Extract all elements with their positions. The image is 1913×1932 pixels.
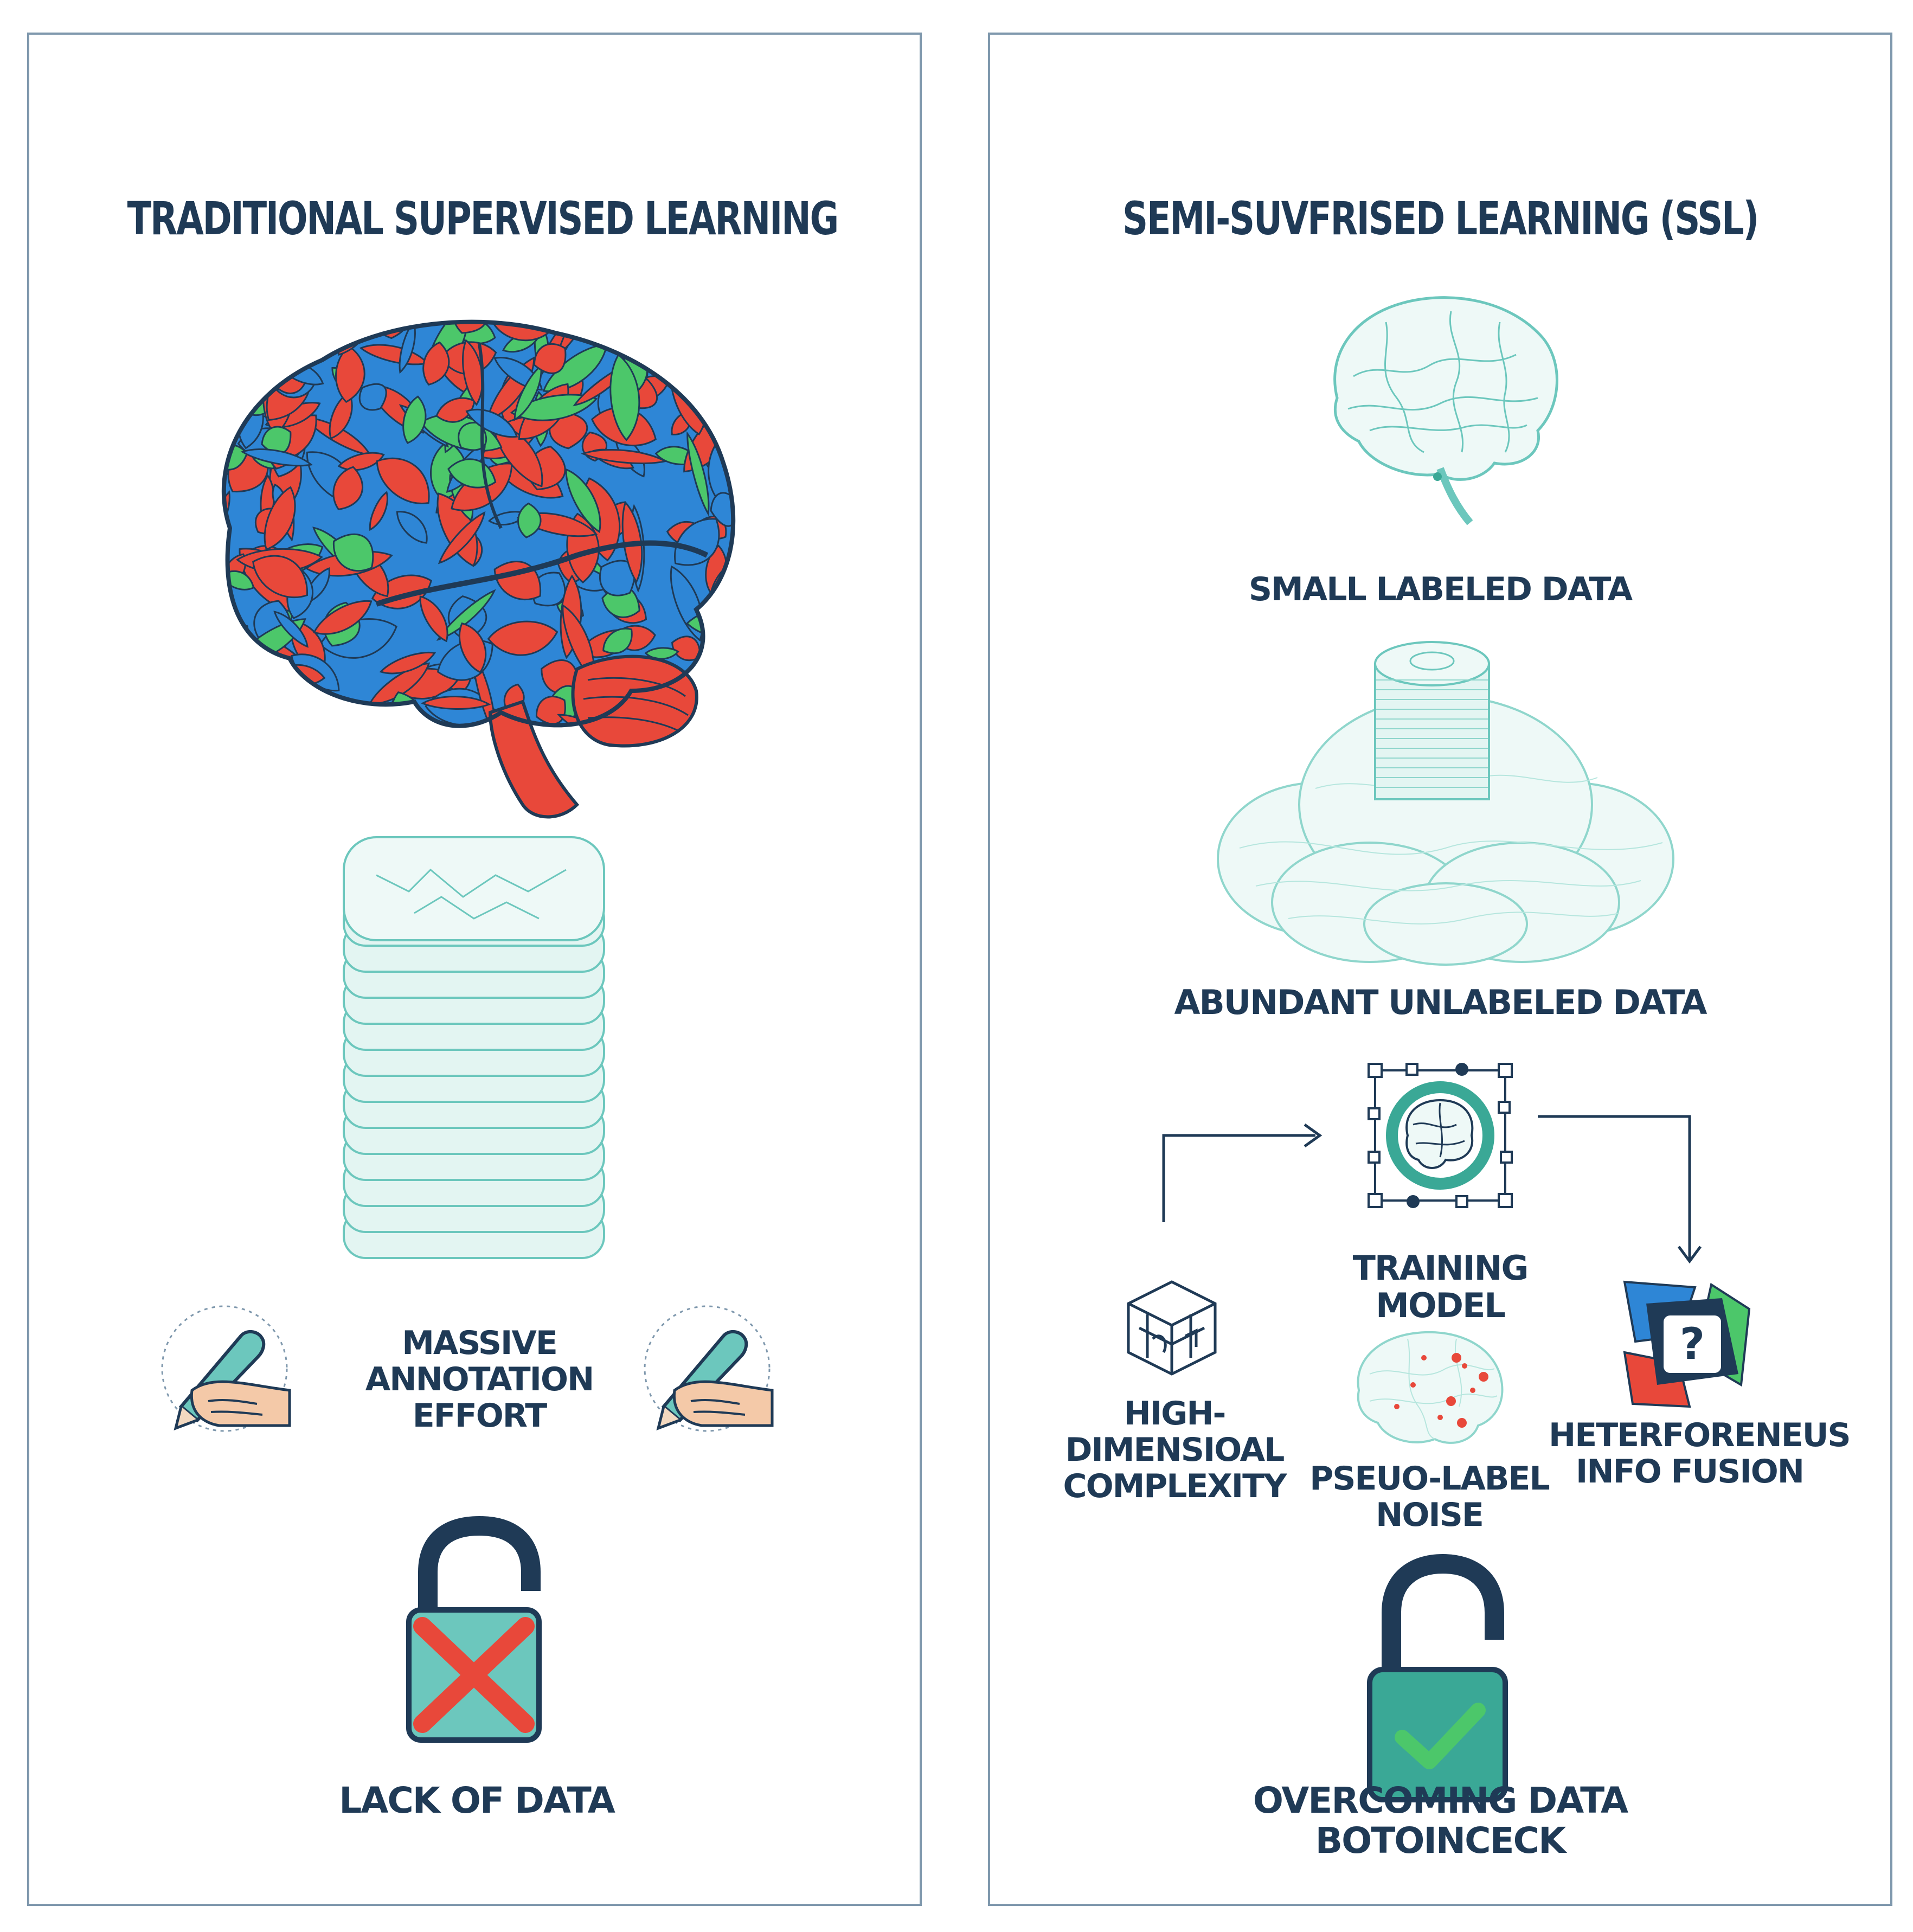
overcoming-bottleneck-label: OVERCOMING DATA BOTOINCECK [1253,1780,1628,1862]
training-model-label: TRAINING MODEL [1352,1248,1529,1326]
unlocked-padlock-check-icon [1367,1554,1508,1802]
fusion-question-icon: ? [1623,1280,1751,1408]
lack-of-data-label: LACK OF DATA [339,1780,615,1821]
abundant-unlabeled-data-label: ABUNDANT UNLABELED DATA [1174,983,1707,1022]
data-stack-icon [343,836,605,1259]
training-model-icon [1368,1063,1513,1208]
panel-title: TRADITIONAL SUPERVISED LEARNING [127,192,839,245]
annotation-effort-label: MASSIVE ANNOTATION EFFORT [365,1324,594,1435]
writing-hand-icon [161,1305,291,1432]
small-brain-wireframe-icon [1333,296,1558,525]
pseudo-label-noise-label: PSEUO-LABEL NOISE [1309,1460,1550,1535]
unlabeled-data-cloud-icon [1217,641,1674,966]
heterogeneous-fusion-label: HETERFORENEUS INFO FUSION [1549,1416,1851,1491]
writing-hand-icon [644,1305,774,1432]
complexity-cube-icon [1127,1280,1217,1376]
traditional-learning-panel: TRADITIONAL SUPERVISED LEARNING MASSIVE … [27,33,922,1906]
flow-arrows [1162,1115,1702,1264]
ssl-panel: SEMI-SUVFRISED LEARNING (SSL) SMALL LABE… [988,33,1892,1906]
complexity-label: HIGH-DIMENSIOAL COMPLEXITY [1063,1395,1287,1506]
small-labeled-data-label: SMALL LABELED DATA [1248,570,1633,608]
noisy-brain-icon [1357,1331,1504,1444]
fusion-question-mark: ? [1680,1319,1705,1369]
locked-padlock-x-icon [406,1516,542,1743]
panel-title: SEMI-SUVFRISED LEARNING (SSL) [1122,192,1759,245]
colorful-brain-illustration [221,319,736,819]
